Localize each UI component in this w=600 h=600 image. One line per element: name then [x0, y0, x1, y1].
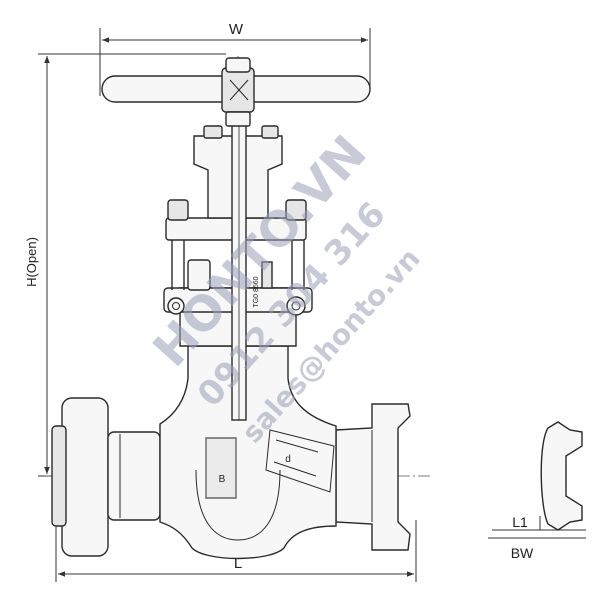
left-flange	[51, 397, 161, 557]
detail-label-bw: BW	[511, 545, 534, 561]
label-b: B	[219, 474, 226, 485]
detail-label-l1: L1	[512, 514, 528, 530]
dimension-w: W	[99, 21, 371, 96]
dimension-h-open-label: H(Open)	[24, 237, 39, 287]
stem-marking: TG0 8660	[253, 276, 260, 307]
handwheel	[101, 57, 371, 127]
dimension-l-label: L	[234, 555, 242, 572]
dimension-l: L	[55, 520, 417, 582]
dimension-h-open: H(Open)	[24, 53, 226, 477]
dimension-w-label: W	[229, 21, 244, 38]
valve-body-drawing: B d	[51, 57, 411, 560]
buttweld-detail: L1 BW	[488, 421, 586, 561]
valve-body: B d	[159, 345, 337, 560]
label-d: d	[285, 454, 291, 465]
right-end	[335, 403, 411, 551]
